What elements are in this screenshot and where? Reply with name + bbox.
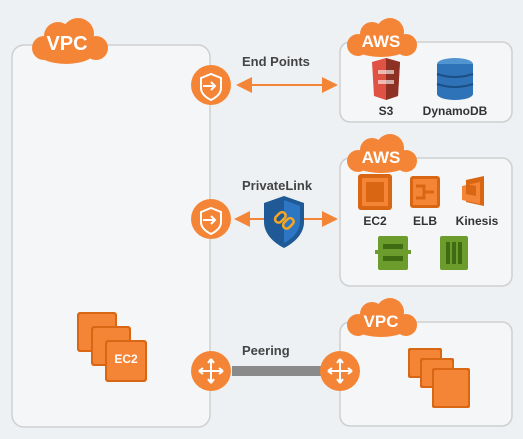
service-label: Kinesis [455, 214, 499, 228]
endpoints-label: End Points [242, 54, 310, 69]
peering-bar [232, 366, 324, 376]
vpc-left-cloud-icon [32, 18, 108, 64]
privatelink-endpoint-icon [191, 199, 231, 239]
green-service-left-icon [375, 236, 411, 270]
service-label: S3 [378, 104, 394, 118]
aws-top-badge: AWS [361, 32, 401, 51]
vpc-left-badge: VPC [46, 33, 88, 55]
aws-mid-badge: AWS [361, 148, 401, 167]
endpoint-icon [191, 65, 231, 105]
elb-icon [410, 176, 440, 208]
peering-label: Peering [242, 343, 290, 358]
aws-top-cloud-icon [347, 18, 417, 57]
vpc-right-instances-icon [408, 348, 470, 408]
green-service-right-icon [440, 236, 468, 270]
peering-router-left-icon [191, 351, 231, 391]
ec2-icon [358, 174, 392, 210]
vpc-right-badge: VPC [363, 312, 399, 331]
service-label: DynamoDB [422, 104, 488, 118]
service-label: EC2 [363, 214, 387, 228]
s3-bucket-icon [372, 58, 400, 100]
vpc-left-ec2-icon [77, 312, 147, 382]
privatelink-label: PrivateLink [242, 178, 313, 193]
dynamodb-icon [436, 58, 474, 100]
vpc-left-ec2-label: EC2 [114, 352, 138, 366]
vpc-right-cloud-icon [347, 298, 417, 337]
peering-router-right-icon [320, 351, 360, 391]
aws-mid-cloud-icon [347, 134, 417, 173]
service-label: ELB [413, 214, 437, 228]
privatelink-shield-icon [264, 196, 304, 248]
kinesis-icon [462, 176, 484, 206]
